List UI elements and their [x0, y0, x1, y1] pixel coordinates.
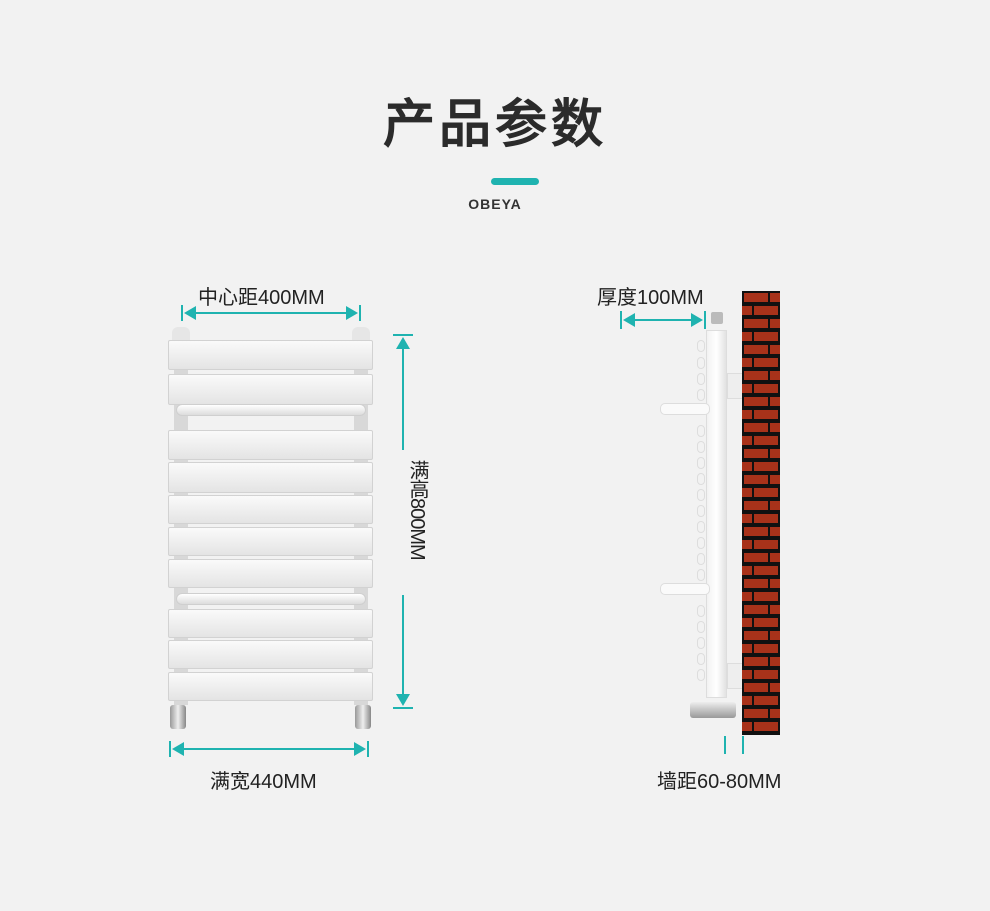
- title-underline: [491, 178, 539, 185]
- center-distance-label: 中心距400MM: [198, 287, 325, 309]
- dimension-line: [402, 345, 404, 450]
- arrow-down-icon: [396, 694, 410, 706]
- arrow-left-icon: [172, 742, 184, 756]
- panel-edge: [697, 669, 705, 681]
- dimension-tick: [393, 334, 413, 336]
- panel-edge: [697, 457, 705, 469]
- panel-edge: [697, 637, 705, 649]
- arrow-left-icon: [184, 306, 196, 320]
- brand-name: OBEYA: [468, 196, 522, 212]
- air-vent: [352, 327, 370, 341]
- panel-edge: [697, 489, 705, 501]
- panel-edge: [697, 605, 705, 617]
- dimension-tick: [724, 736, 726, 754]
- panel-edge: [697, 373, 705, 385]
- radiator-panel: [168, 462, 373, 493]
- side-valve: [690, 702, 736, 718]
- radiator-column: [706, 330, 727, 698]
- valve-left: [170, 705, 186, 729]
- dimension-line: [630, 319, 696, 321]
- brick-wall: [742, 291, 780, 735]
- dimension-tick: [620, 311, 622, 329]
- radiator-panel: [168, 609, 373, 638]
- air-vent: [172, 327, 190, 341]
- panel-edge: [697, 569, 705, 581]
- page-title: 产品参数: [382, 95, 607, 155]
- radiator-panel: [168, 640, 373, 669]
- panel-edge: [697, 425, 705, 437]
- dimension-line: [190, 312, 352, 314]
- towel-bar-side: [660, 583, 710, 595]
- dimension-tick: [704, 311, 706, 329]
- wall-distance-label: 墙距60-80MM: [657, 771, 782, 793]
- panel-edge: [697, 473, 705, 485]
- radiator-panel: [168, 559, 373, 588]
- radiator-panel: [168, 527, 373, 556]
- towel-bar: [176, 593, 366, 605]
- dimension-line: [402, 595, 404, 697]
- radiator-panel: [168, 672, 373, 701]
- air-vent: [711, 312, 723, 324]
- panel-edge: [697, 505, 705, 517]
- dimension-tick: [359, 305, 361, 321]
- radiator-panel: [168, 340, 373, 370]
- dimension-tick: [169, 741, 171, 757]
- panel-edge: [697, 653, 705, 665]
- thickness-label: 厚度100MM: [597, 287, 704, 309]
- arrow-right-icon: [354, 742, 366, 756]
- arrow-up-icon: [396, 337, 410, 349]
- panel-edge: [697, 389, 705, 401]
- panel-edge: [697, 357, 705, 369]
- panel-edge: [697, 537, 705, 549]
- towel-bar: [176, 404, 366, 416]
- arrow-right-icon: [346, 306, 358, 320]
- panel-edge: [697, 340, 705, 352]
- radiator-panel: [168, 495, 373, 524]
- valve-right: [355, 705, 371, 729]
- panel-edge: [697, 621, 705, 633]
- dimension-tick: [742, 736, 744, 754]
- dimension-line: [178, 748, 360, 750]
- towel-bar-side: [660, 403, 710, 415]
- dimension-tick: [367, 741, 369, 757]
- radiator-panel: [168, 430, 373, 460]
- panel-edge: [697, 521, 705, 533]
- arrow-left-icon: [623, 313, 635, 327]
- dimension-tick: [181, 305, 183, 321]
- arrow-right-icon: [691, 313, 703, 327]
- panel-edge: [697, 553, 705, 565]
- dimension-tick: [393, 707, 413, 709]
- radiator-panel: [168, 374, 373, 405]
- panel-edge: [697, 441, 705, 453]
- full-height-label: 满高800MM: [406, 460, 428, 560]
- full-width-label: 满宽440MM: [210, 771, 317, 793]
